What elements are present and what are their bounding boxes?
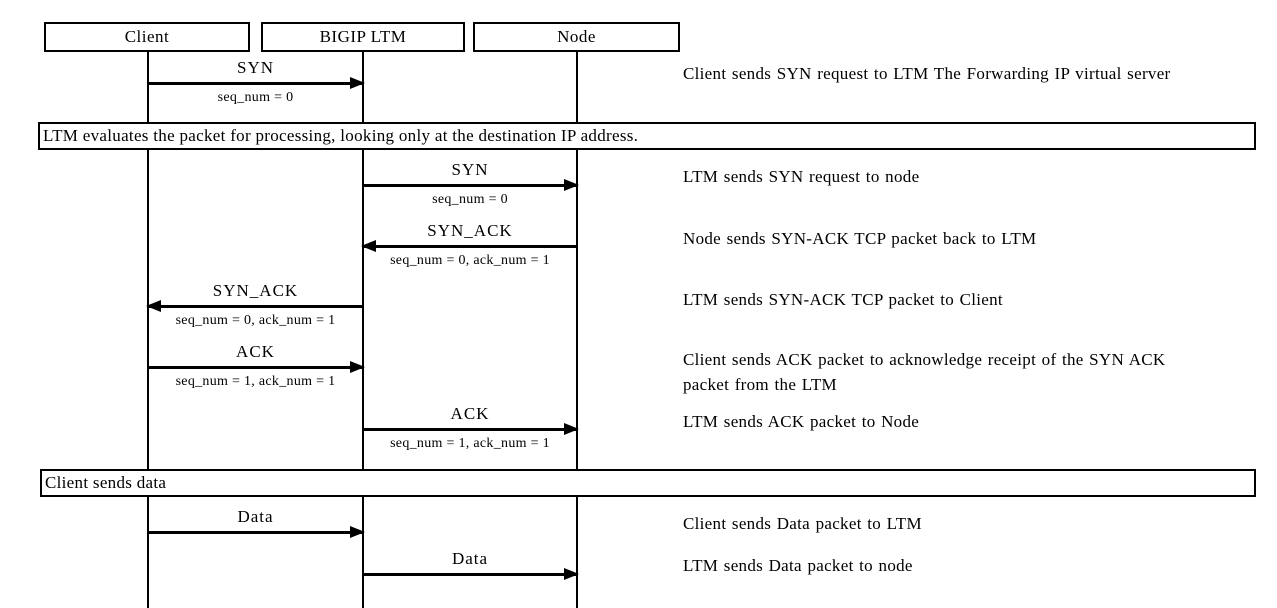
actor-label-bigip-ltm: BIGIP LTM [319, 27, 407, 46]
message-arrow-left [146, 300, 363, 312]
message-arrow-right [148, 526, 365, 538]
banner-client-sends-data: Client sends data [40, 469, 1256, 497]
message-label: SYN_ACK [212, 281, 299, 300]
actor-box-node: Node [473, 22, 680, 52]
actor-box-bigip-ltm: BIGIP LTM [261, 22, 465, 52]
message-synack-node-to-ltm: SYN_ACK seq_num = 0, ack_num = 1 [361, 221, 577, 269]
message-data-client-to-ltm: Data [148, 507, 365, 538]
message-arrow-right [148, 361, 365, 373]
description-ltm-ack: LTM sends ACK packet to Node [683, 412, 920, 431]
banner-text: LTM evaluates the packet for processing,… [43, 126, 639, 145]
arrowhead-right-icon [350, 77, 365, 89]
description-ltm-synack: LTM sends SYN-ACK TCP packet to Client [683, 290, 1003, 309]
message-note: seq_num = 0, ack_num = 1 [390, 253, 550, 268]
banner-ltm-evaluates: LTM evaluates the packet for processing,… [38, 122, 1256, 150]
message-note: seq_num = 0, ack_num = 1 [175, 313, 336, 328]
description-client-ack: Client sends ACK packet to acknowledge r… [683, 350, 1166, 394]
arrowhead-left-icon [361, 240, 376, 252]
message-arrow-right [363, 423, 579, 435]
arrowhead-right-icon [564, 423, 579, 435]
actor-box-client: Client [44, 22, 250, 52]
message-label: SYN [236, 58, 274, 77]
message-label: ACK [236, 342, 275, 361]
message-synack-ltm-to-client: SYN_ACK seq_num = 0, ack_num = 1 [146, 281, 363, 329]
message-syn-client-to-ltm: SYN seq_num = 0 [148, 58, 365, 106]
lifeline-bigip-ltm [362, 52, 364, 608]
message-label: SYN_ACK [427, 221, 513, 240]
description-node-synack: Node sends SYN-ACK TCP packet back to LT… [683, 229, 1037, 248]
message-syn-ltm-to-node: SYN seq_num = 0 [363, 160, 579, 208]
description-ltm-syn: LTM sends SYN request to node [683, 167, 920, 186]
message-note: seq_num = 1, ack_num = 1 [175, 374, 336, 389]
message-note: seq_num = 0 [432, 192, 508, 207]
message-ack-ltm-to-node: ACK seq_num = 1, ack_num = 1 [363, 404, 579, 452]
description-client-data: Client sends Data packet to LTM [683, 514, 922, 533]
message-note: seq_num = 0 [217, 90, 294, 105]
actor-label-node: Node [557, 27, 596, 46]
banner-text: Client sends data [45, 473, 167, 492]
arrowhead-left-icon [146, 300, 161, 312]
message-arrow-right [148, 77, 365, 89]
message-arrow-right [363, 179, 579, 191]
message-ack-client-to-ltm: ACK seq_num = 1, ack_num = 1 [148, 342, 365, 390]
message-data-ltm-to-node: Data [363, 549, 579, 580]
description-client-syn: Client sends SYN request to LTM The Forw… [683, 64, 1171, 83]
message-label: ACK [450, 404, 490, 423]
arrowhead-right-icon [350, 526, 365, 538]
message-arrow-left [361, 240, 577, 252]
message-label: Data [451, 549, 489, 568]
arrowhead-right-icon [564, 179, 579, 191]
arrowhead-right-icon [564, 568, 579, 580]
message-arrow-right [363, 568, 579, 580]
message-label: Data [237, 507, 274, 526]
arrowhead-right-icon [350, 361, 365, 373]
lifeline-node [576, 52, 578, 608]
message-note: seq_num = 1, ack_num = 1 [390, 436, 550, 451]
actor-label-client: Client [124, 27, 170, 46]
message-label: SYN [451, 160, 489, 179]
description-ltm-data: LTM sends Data packet to node [683, 556, 913, 575]
lifeline-client [147, 52, 149, 608]
